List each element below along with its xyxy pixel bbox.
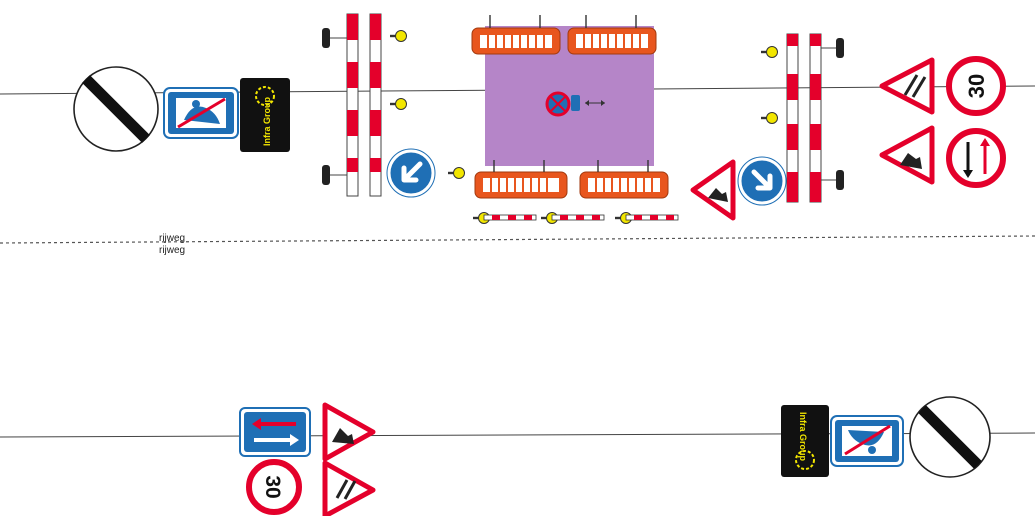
small-barrier-bar-3 bbox=[614, 212, 679, 224]
company-logo-board-top: Infra Group bbox=[240, 78, 290, 152]
priority-over-oncoming-sign bbox=[239, 407, 311, 457]
speed-limit-value-bottom: 30 bbox=[261, 475, 284, 498]
speed-limit-sign-top: 30 bbox=[946, 56, 1006, 116]
barrier-feet-right bbox=[821, 38, 844, 190]
barrier-feet-left bbox=[322, 28, 347, 185]
keep-right-sign-right bbox=[737, 156, 787, 206]
speed-limit-value-top: 30 bbox=[964, 74, 989, 98]
warning-lamps-right bbox=[760, 46, 778, 124]
barrier-pole-left-b bbox=[369, 13, 382, 197]
roadworks-warning-sign-right bbox=[879, 125, 935, 185]
roadworks-warning-sign-bottom bbox=[322, 402, 376, 462]
no-parking-zone-sign-bottom bbox=[830, 415, 904, 467]
orange-barrier-4 bbox=[579, 160, 669, 199]
barrier-pole-right-b bbox=[809, 33, 822, 203]
barrier-pole-left-a bbox=[346, 13, 359, 197]
roadworks-warning-sign-mid bbox=[690, 159, 736, 221]
priority-oncoming-sign bbox=[946, 128, 1006, 188]
speed-limit-sign-bottom: 30 bbox=[246, 459, 302, 515]
company-logo-text-top: Infra Group bbox=[262, 96, 272, 146]
orange-barrier-3 bbox=[474, 160, 568, 199]
small-barrier-bar-1 bbox=[472, 212, 537, 224]
no-stopping-sign-small bbox=[545, 91, 605, 117]
uneven-road-warning-sign-right bbox=[879, 57, 935, 115]
lane-label-1: rijweg bbox=[159, 233, 186, 244]
barrier-pole-right-a bbox=[786, 33, 799, 203]
keep-right-sign-left bbox=[386, 148, 436, 198]
end-of-restrictions-sign-bottom bbox=[909, 396, 991, 478]
orange-barrier-2 bbox=[567, 15, 657, 55]
orange-barrier-1 bbox=[471, 15, 561, 55]
company-logo-text-bottom: Infra Group bbox=[798, 412, 808, 462]
road-center-dashed-line bbox=[0, 235, 1035, 244]
uneven-road-warning-sign-bottom bbox=[322, 460, 376, 516]
no-parking-zone-sign-top bbox=[163, 87, 239, 139]
small-barrier-bar-2 bbox=[540, 212, 605, 224]
end-of-restrictions-sign-top bbox=[73, 66, 159, 152]
lane-label-2: rijweg bbox=[159, 245, 186, 256]
company-logo-board-bottom: Infra Group bbox=[781, 405, 829, 477]
